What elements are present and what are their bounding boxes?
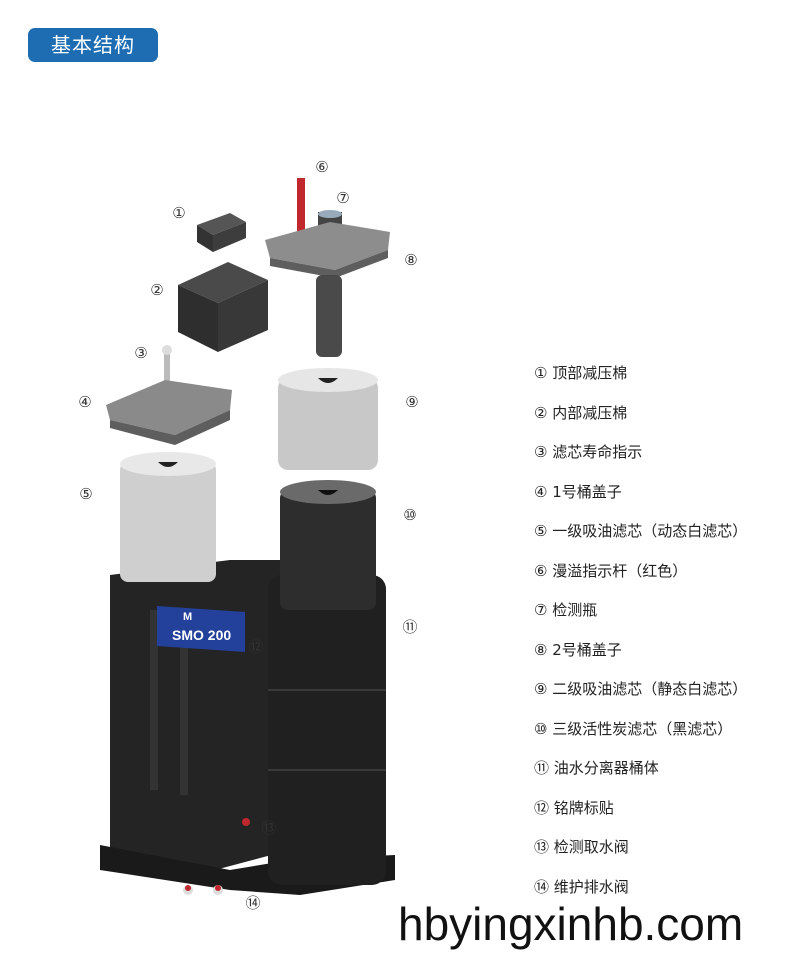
callout-1: ① (172, 204, 186, 222)
legend-item: ⑬ 检测取水阀 (534, 837, 747, 877)
inner-foam-block (178, 262, 268, 352)
legend-item: ⑦ 检测瓶 (534, 600, 747, 640)
callout-12: ⑫ (248, 638, 264, 656)
legend-item-label: ⑥ 漫溢指示杆（红色） (534, 561, 688, 580)
section-title-badge: 基本结构 (28, 28, 158, 62)
watermark: hbyingxinhb.com (398, 898, 744, 950)
callout-14: ⑭ (245, 894, 261, 912)
legend-item: ⑥ 漫溢指示杆（红色） (534, 561, 747, 601)
callout-3: ③ (134, 344, 148, 362)
legend-item: ⑧ 2号桶盖子 (534, 640, 747, 680)
legend-item-label: ⑬ 检测取水阀 (534, 838, 629, 856)
parts-legend: ① 顶部减压棉 ② 内部减压棉 ③ 滤芯寿命指示 ④ 1号桶盖子 ⑤ 一级吸油滤… (534, 363, 747, 897)
callout-9: ⑨ (405, 393, 419, 411)
callout-8: ⑧ (404, 251, 418, 269)
legend-item: ② 内部减压棉 (534, 403, 747, 443)
legend-item: ⑫ 铭牌标贴 (534, 798, 747, 838)
nameplate (157, 606, 245, 652)
legend-item: ⑨ 二级吸油滤芯（静态白滤芯） (534, 679, 747, 719)
legend-item-label: ⑩ 三级活性炭滤芯（黑滤芯） (534, 719, 733, 738)
legend-item: ⑪ 油水分离器桶体 (534, 758, 747, 798)
legend-item-label: ⑤ 一级吸油滤芯（动态白滤芯） (534, 522, 748, 540)
callout-2: ② (150, 281, 164, 299)
legend-item-label: ⑧ 2号桶盖子 (534, 640, 622, 659)
legend-item-label: ⑦ 检测瓶 (534, 601, 598, 619)
legend-item-label: ① 顶部减压棉 (534, 364, 628, 382)
callout-5: ⑤ (79, 485, 93, 503)
lid-2 (265, 178, 390, 357)
callout-6: ⑥ (315, 158, 329, 176)
right-barrel (268, 480, 386, 885)
legend-item-label: ⑭ 维护排水阀 (534, 877, 629, 896)
legend-item-label: ④ 1号桶盖子 (534, 482, 622, 501)
top-foam-pad (197, 213, 246, 252)
lid-1 (106, 345, 232, 445)
callout-10: ⑩ (403, 506, 417, 524)
drain-valves (183, 885, 223, 895)
legend-item-label: ⑨ 二级吸油滤芯（静态白滤芯） (534, 680, 748, 698)
legend-item-label: ⑫ 铭牌标贴 (534, 798, 614, 817)
callout-13: ⑬ (261, 819, 277, 837)
legend-item-label: ③ 滤芯寿命指示 (534, 443, 643, 461)
nameplate-model: SMO 200 (172, 627, 232, 643)
filter-5-white (120, 452, 216, 582)
legend-item: ⑤ 一级吸油滤芯（动态白滤芯） (534, 521, 747, 561)
callout-11: ⑪ (402, 618, 418, 636)
legend-item: ③ 滤芯寿命指示 (534, 442, 747, 482)
legend-item: ① 顶部减压棉 (534, 363, 747, 403)
legend-item: ⑭ 维护排水阀 (534, 877, 747, 897)
legend-item: ④ 1号桶盖子 (534, 482, 747, 522)
callout-4: ④ (78, 393, 92, 411)
legend-item-label: ⑪ 油水分离器桶体 (534, 759, 659, 777)
legend-item: ⑩ 三级活性炭滤芯（黑滤芯） (534, 719, 747, 759)
sample-valve (242, 818, 250, 826)
nameplate-logo: M (183, 611, 193, 623)
filter-9-white (278, 368, 378, 470)
callout-7: ⑦ (336, 189, 350, 207)
legend-item-label: ② 内部减压棉 (534, 403, 628, 422)
